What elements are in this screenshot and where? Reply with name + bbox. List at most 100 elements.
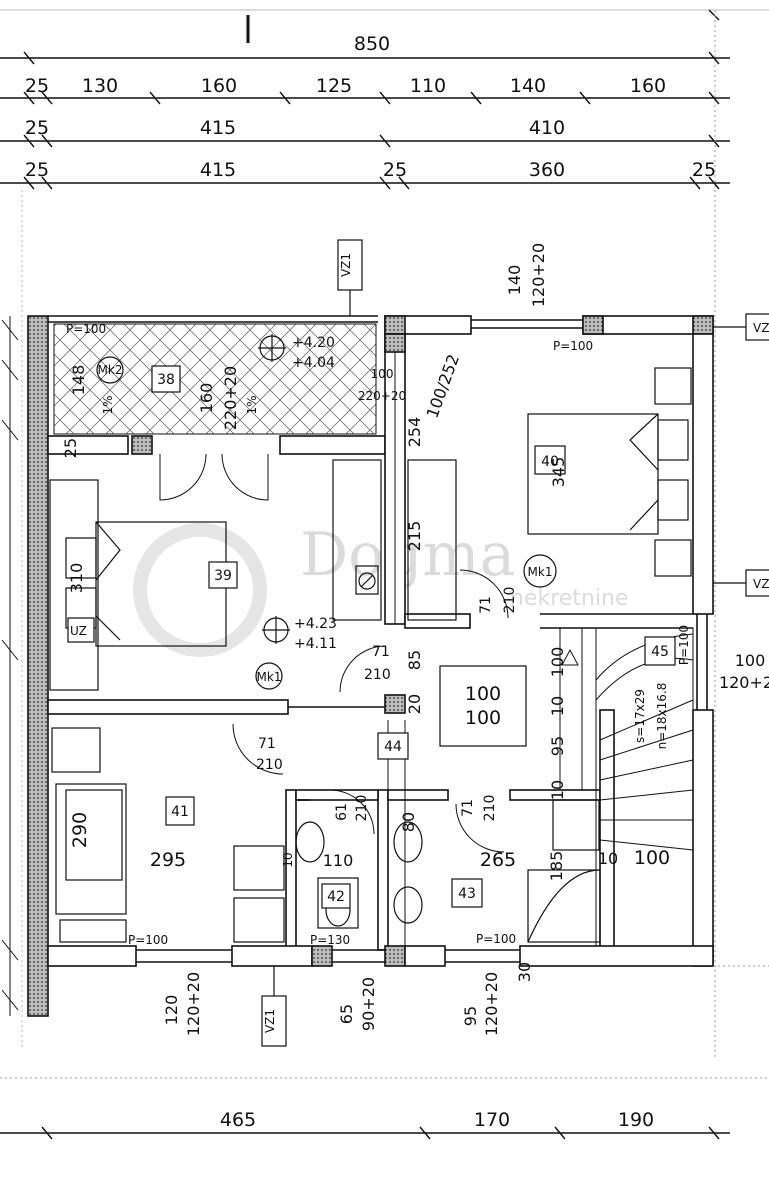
dim-160: 160 [197, 383, 216, 414]
terrace-area [53, 323, 377, 435]
mk2-label: Mk2 [98, 363, 123, 377]
dim-120-20: 120+20 [529, 243, 548, 307]
room-41-label: 41 [171, 804, 189, 820]
dim-148: 148 [69, 365, 88, 396]
dim-71-e: 71 [460, 799, 476, 817]
room-38-label: 38 [157, 372, 175, 388]
dim-10-b: 10 [548, 780, 567, 800]
dim-140: 140 [505, 265, 524, 296]
dim-210-e: 210 [482, 795, 498, 822]
dim-r2-2: 410 [529, 117, 565, 139]
dim-290: 290 [69, 812, 91, 848]
dim-110: 110 [323, 851, 354, 870]
dim-r1-4: 110 [410, 75, 446, 97]
vz1-top: VZ1 [339, 253, 353, 277]
mk1-label-a: Mk1 [257, 670, 282, 684]
dim-100-252: 100/252 [423, 352, 464, 421]
dim-b-120-20-b: 120+20 [482, 972, 501, 1036]
dim-345: 345 [549, 457, 568, 488]
vz-right-top: VZ [753, 321, 769, 335]
dim-r3-2: 25 [383, 159, 407, 181]
watermark-subtext: nekretnine [510, 586, 628, 611]
vz-right-mid: VZ [753, 577, 769, 591]
top-dimensions [0, 9, 769, 1060]
dim-220-20-b: 220+20 [358, 389, 406, 403]
level-a-bottom: +4.04 [292, 355, 335, 371]
dim-right-120: 120+2 [719, 673, 769, 692]
p100-bed40: P=100 [553, 339, 593, 353]
dim-85: 85 [405, 650, 424, 670]
dim-210-c: 210 [256, 757, 283, 773]
dim-r1-1: 130 [82, 75, 118, 97]
dim-100-terrace: 100 [371, 367, 394, 381]
dim-220-20: 220+20 [221, 366, 240, 430]
dim-61: 61 [334, 803, 350, 821]
dim-b-120-20: 120+20 [184, 972, 203, 1036]
dim-215: 215 [405, 521, 424, 552]
dim-100-e: 100 [634, 847, 670, 869]
p100-room41: P=100 [128, 933, 168, 947]
dim-100-stair: 100 [548, 647, 567, 678]
staircase [559, 627, 694, 947]
dim-r3-0: 25 [25, 159, 49, 181]
dim-295: 295 [150, 849, 186, 871]
bottom-dimension-labels: 465 170 190 [220, 1109, 654, 1131]
stair-p100: P=100 [677, 625, 691, 665]
dim-b-65: 65 [337, 1004, 356, 1024]
dim-10-d: 10 [281, 852, 295, 867]
slope-a: 1% [101, 395, 115, 414]
dim-b-30: 30 [515, 962, 534, 982]
dim-310: 310 [67, 563, 86, 594]
dim-bottom-0: 465 [220, 1109, 256, 1131]
p100-terrace: P=100 [66, 322, 106, 336]
dim-r1-2: 160 [201, 75, 237, 97]
dim-bottom-2: 190 [618, 1109, 654, 1131]
dim-71-b: 71 [478, 596, 494, 614]
dim-185: 185 [547, 851, 566, 882]
furniture [49, 367, 692, 943]
dim-r3-1: 415 [200, 159, 236, 181]
p130-label: P=130 [310, 933, 350, 947]
dim-r1-5: 140 [510, 75, 546, 97]
room-42-label: 42 [327, 889, 345, 905]
dim-b-90-20: 90+20 [359, 977, 378, 1031]
dim-r3-4: 25 [692, 159, 716, 181]
room-numbers: 38 39 40 41 42 43 44 45 [157, 372, 669, 905]
top-dimension-labels: 850 25 130 160 125 110 140 160 25 415 41… [25, 33, 716, 181]
dim-71-c: 71 [258, 736, 276, 752]
dim-95: 95 [548, 736, 567, 756]
dim-100-h: 100 [465, 707, 501, 729]
room-44-label: 44 [384, 739, 402, 755]
mk1-label-b: Mk1 [528, 565, 553, 579]
slope-b: 1% [245, 395, 259, 414]
dim-r2-1: 415 [200, 117, 236, 139]
stair-step-size: s=17x29 [633, 689, 647, 743]
dim-10-c: 10 [598, 849, 618, 868]
dim-25-a: 25 [61, 438, 80, 458]
dim-total: 850 [354, 33, 390, 55]
uz-label: UZ [70, 624, 87, 638]
dim-r1-0: 25 [25, 75, 49, 97]
dim-r3-3: 360 [529, 159, 565, 181]
dim-210-d: 210 [354, 795, 370, 822]
dim-right-100: 100 [735, 651, 766, 670]
dim-210-a: 210 [364, 667, 391, 683]
stair-step-count: n=18x16.8 [655, 683, 669, 750]
tag-boxes [67, 239, 769, 1047]
dim-b-95: 95 [461, 1006, 480, 1026]
walls [27, 315, 714, 1017]
dim-r1-6: 160 [630, 75, 666, 97]
dim-210-b: 210 [502, 587, 518, 614]
dim-100-w: 100 [465, 683, 501, 705]
dim-20: 20 [405, 694, 424, 714]
left-edge-dims [1, 316, 19, 1016]
level-b-bottom: +4.11 [294, 636, 337, 652]
room-39-label: 39 [214, 568, 232, 584]
plan-dimensions: 148 160 220+20 100 220+20 100/252 140 12… [61, 243, 769, 1036]
room-40-label: 40 [541, 454, 559, 470]
bottom-dimensions [0, 965, 769, 1140]
dim-r1-3: 125 [316, 75, 352, 97]
dim-265: 265 [480, 849, 516, 871]
p100-bath43: P=100 [476, 932, 516, 946]
